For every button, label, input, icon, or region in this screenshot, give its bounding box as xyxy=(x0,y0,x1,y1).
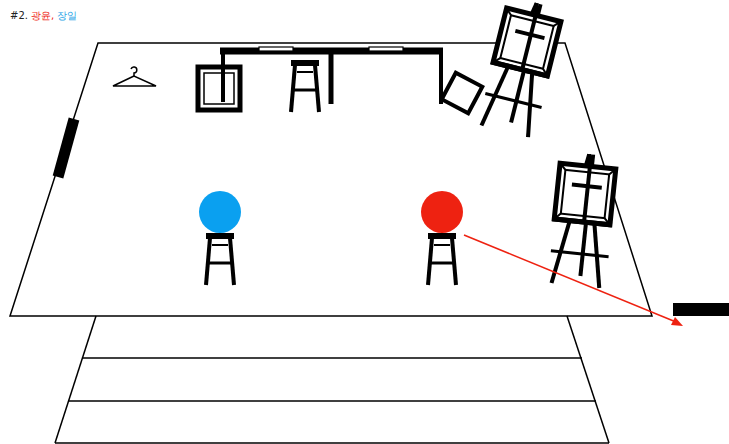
easel xyxy=(546,151,619,289)
stage-steps xyxy=(55,316,609,443)
stage-floor xyxy=(10,43,652,316)
exit-bar xyxy=(673,303,729,316)
movement-arrow xyxy=(464,235,683,326)
box-prop xyxy=(442,73,483,114)
scene-number: #2. xyxy=(10,10,28,22)
back-wall xyxy=(220,47,443,104)
stool xyxy=(206,233,234,285)
actor-marker xyxy=(199,191,241,233)
door-bar xyxy=(58,119,74,177)
easel xyxy=(476,0,566,139)
hanger-symbol xyxy=(113,67,156,86)
stool xyxy=(291,60,319,112)
actor-name: 장일 xyxy=(57,10,77,22)
frame-prop xyxy=(198,67,240,110)
actor-marker xyxy=(421,191,463,233)
actor-name: 광윤, xyxy=(31,10,54,22)
scene-heading: #2.광윤,장일 xyxy=(10,10,77,22)
stool xyxy=(428,233,456,285)
